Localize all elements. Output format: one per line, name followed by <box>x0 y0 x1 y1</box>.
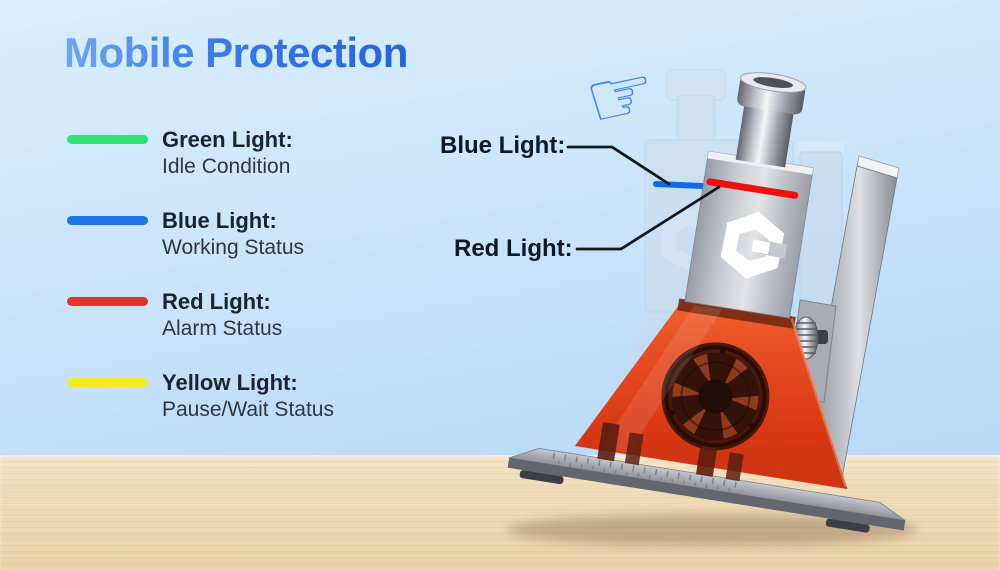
legend-description: Idle Condition <box>162 155 291 178</box>
laser-module <box>507 72 906 533</box>
green-light-swatch <box>67 135 148 144</box>
red-light-swatch <box>67 297 148 306</box>
base-plate <box>507 448 906 533</box>
fan <box>661 342 770 451</box>
legend: Green Light: Idle Condition Blue Light: … <box>67 126 334 423</box>
legend-label: Blue Light: <box>162 208 277 233</box>
legend-label: Green Light: <box>162 127 293 152</box>
blue-callout-line <box>566 145 671 186</box>
legend-description: Pause/Wait Status <box>162 398 334 421</box>
red-indicator-strip <box>706 178 799 199</box>
page-title: Mobile Protection <box>64 29 408 76</box>
table-shadow <box>507 514 917 546</box>
legend-item-yellow: Yellow Light: Pause/Wait Status <box>67 369 334 423</box>
blue-indicator-strip <box>653 181 705 189</box>
legend-description: Working Status <box>162 236 305 259</box>
yellow-light-swatch <box>67 378 148 387</box>
legend-description: Alarm Status <box>162 317 283 340</box>
legend-item-red: Red Light: Alarm Status <box>67 288 334 342</box>
legend-item-green: Green Light: Idle Condition <box>67 126 334 180</box>
laser-nozzle <box>735 72 807 168</box>
blue-light-swatch <box>67 216 148 225</box>
red-callout-line <box>575 185 721 251</box>
red-light-callout-label: Red Light: <box>454 235 573 262</box>
shield-tabs <box>597 422 744 482</box>
legend-item-blue: Blue Light: Working Status <box>67 207 334 261</box>
blue-light-callout-label: Blue Light: <box>440 132 566 159</box>
legend-label: Yellow Light: <box>162 370 298 395</box>
pointing-hand-icon: ☞ <box>577 45 665 149</box>
brand-logo-icon <box>720 211 788 279</box>
legend-label: Red Light: <box>162 289 271 314</box>
